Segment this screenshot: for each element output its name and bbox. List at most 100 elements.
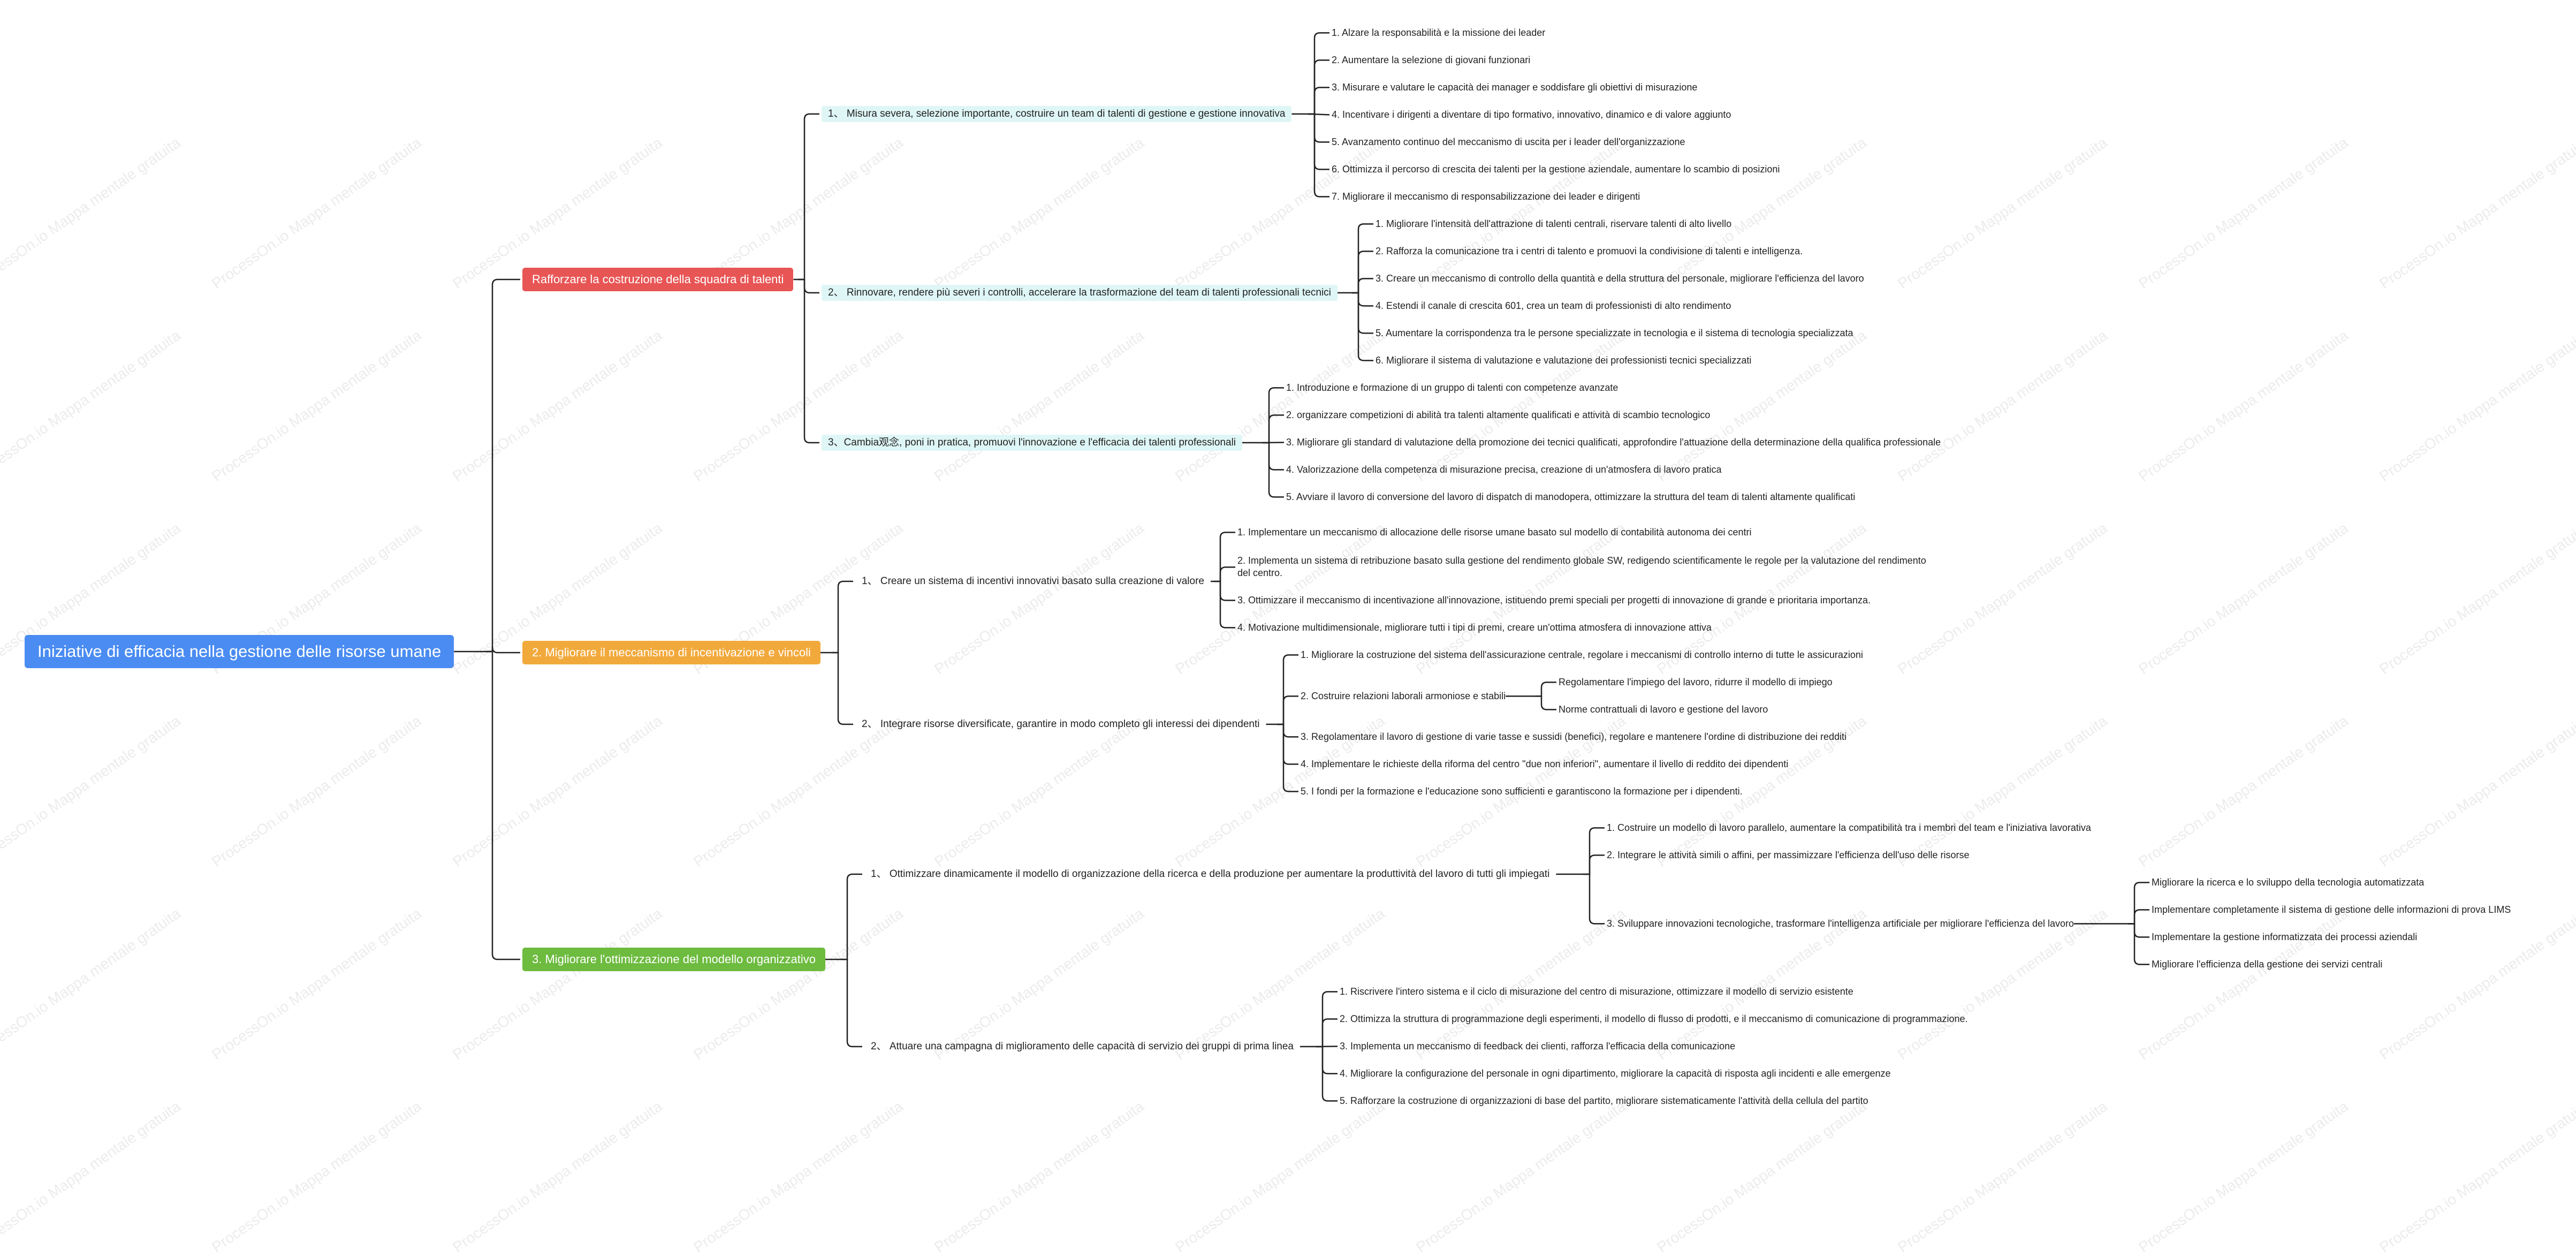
connector-line <box>486 647 520 654</box>
connector-line <box>1277 723 1298 765</box>
leaf-item[interactable]: Migliorare l'efficienza della gestione d… <box>2152 959 2383 970</box>
connector-line <box>1316 991 1338 1048</box>
connector-line <box>2128 923 2149 965</box>
leaf-item[interactable]: 6. Migliorare il sistema di valutazione … <box>1376 355 1752 366</box>
root-node[interactable]: Iniziative di efficacia nella gestione d… <box>25 635 454 668</box>
connector-line <box>1352 278 1373 294</box>
leaf-item[interactable]: 4. Incentivare i dirigenti a diventare d… <box>1332 109 1731 120</box>
connector-line <box>1352 292 1373 361</box>
leaf-item[interactable]: 4. Valorizzazione della competenza di mi… <box>1286 464 1722 475</box>
connector-line <box>486 278 520 653</box>
leaf-item[interactable]: Implementare completamente il sistema di… <box>2152 904 2511 915</box>
leaf-item[interactable]: 1. Migliorare la costruzione del sistema… <box>1301 649 1863 660</box>
leaf-item[interactable]: 6. Ottimizza il percorso di crescita dei… <box>1332 164 1780 175</box>
connector-line <box>1352 292 1373 334</box>
connector-line <box>1316 1018 1338 1048</box>
sub-value-incentive-system[interactable]: 1、 Creare un sistema di incentivi innova… <box>862 576 1204 587</box>
leaf-item[interactable]: 2. Costruire relazioni laborali armonios… <box>1301 691 1506 701</box>
leaf-item[interactable]: 5. Rafforzare la costruzione di organizz… <box>1340 1095 1868 1106</box>
branch-incentive-mechanism[interactable]: 2. Migliorare il meccanismo di incentiva… <box>522 641 820 664</box>
leaf-item[interactable]: 5. Aumentare la corrispondenza tra le pe… <box>1376 328 1853 338</box>
leaf-item[interactable]: 1. Alzare la responsabilità e la mission… <box>1332 27 1546 38</box>
sub-employee-interests[interactable]: 2、 Integrare risorse diversificate, gara… <box>862 718 1260 730</box>
connector-line <box>841 958 862 1048</box>
leaf-item[interactable]: Migliorare la ricerca e lo sviluppo dell… <box>2152 877 2425 888</box>
leaf-item[interactable]: 2. Integrare le attività simili o affini… <box>1607 850 1970 860</box>
sub-frontline-service-capacity[interactable]: 2、 Attuare una campagna di miglioramento… <box>871 1041 1294 1052</box>
connector-line <box>841 873 862 960</box>
leaf-item[interactable]: 2. Rafforza la comunicazione tra i centr… <box>1376 246 1803 256</box>
leaf-item[interactable]: 3. Misurare e valutare le capacità dei m… <box>1332 82 1698 93</box>
leaf-item[interactable]: 3. Migliorare gli standard di valutazion… <box>1286 437 1941 448</box>
connector-line <box>1277 723 1298 792</box>
connector-line <box>1352 251 1373 294</box>
leaf-item[interactable]: Regolamentare l'impiego del lavoro, ridu… <box>1559 677 1833 687</box>
leaf-item[interactable]: 3. Ottimizzare il meccanismo di incentiv… <box>1237 595 1871 606</box>
leaf-item[interactable]: 1. Introduzione e formazione di un grupp… <box>1286 382 1618 393</box>
connector-line <box>486 650 520 960</box>
leaf-item[interactable]: 4. Motivazione multidimensionale, miglio… <box>1237 622 1712 633</box>
leaf-item[interactable]: 4. Estendi il canale di crescita 601, cr… <box>1376 300 1731 311</box>
leaf-item[interactable]: Norme contrattuali di lavoro e gestione … <box>1559 704 1768 715</box>
connector-line <box>798 278 819 294</box>
connector-line <box>1308 113 1329 143</box>
leaf-item[interactable]: 1. Riscrivere l'intero sistema e il cicl… <box>1340 986 1853 997</box>
branch-talent-team[interactable]: Rafforzare la costruzione della squadra … <box>522 268 794 291</box>
connector-line <box>832 652 853 725</box>
connector-lines <box>454 32 2149 1102</box>
connector-line <box>2128 882 2149 925</box>
connector-line <box>1263 387 1284 444</box>
connector-line <box>832 580 853 654</box>
connector-line <box>1316 1046 1338 1102</box>
connector-line <box>1263 442 1284 471</box>
connector-line <box>1308 87 1329 115</box>
leaf-item[interactable]: 3. Implementa un meccanismo di feedback … <box>1340 1041 1736 1051</box>
connector-line <box>1352 223 1373 294</box>
connector-line <box>1583 854 1605 875</box>
leaf-item[interactable]: 4. Migliorare la configurazione del pers… <box>1340 1068 1891 1079</box>
leaf-item[interactable]: 5. Avviare il lavoro di conversione del … <box>1286 491 1856 502</box>
leaf-item[interactable]: 7. Migliorare il meccanismo di responsab… <box>1332 191 1640 202</box>
connector-line <box>1214 566 1235 582</box>
connector-line <box>1308 32 1329 115</box>
sub-management-talent-team[interactable]: 1、 Misura severa, selezione importante, … <box>822 106 1292 122</box>
connector-line <box>1277 695 1298 725</box>
connector-line <box>1583 873 1605 925</box>
leaf-item[interactable]: 5. Avanzamento continuo del meccanismo d… <box>1332 137 1685 147</box>
connector-line <box>2128 923 2149 938</box>
leaf-item[interactable]: 1. Costruire un modello di lavoro parall… <box>1607 822 2091 833</box>
leaf-item[interactable]: Implementare la gestione informatizzata … <box>2152 932 2418 942</box>
leaf-item[interactable]: 4. Implementare le richieste della rifor… <box>1301 759 1789 769</box>
branch-organizational-model[interactable]: 3. Migliorare l'ottimizzazione del model… <box>522 948 825 971</box>
sub-technical-talent-team[interactable]: 2、 Rinnovare, rendere più severi i contr… <box>822 285 1338 301</box>
connector-line <box>1263 414 1284 444</box>
connector-line <box>1352 292 1373 307</box>
leaf-item[interactable]: 3. Sviluppare innovazioni tecnologiche, … <box>1607 918 2074 929</box>
leaf-item[interactable]: 3. Creare un meccanismo di controllo del… <box>1376 273 1864 284</box>
connector-line <box>1535 682 1556 697</box>
leaf-item[interactable]: 2. organizzare competizioni di abilità t… <box>1286 410 1711 420</box>
connector-line <box>1277 654 1298 725</box>
leaf-item[interactable]: 3. Regolamentare il lavoro di gestione d… <box>1301 731 1846 742</box>
leaf-item[interactable]: 1. Migliorare l'intensità dell'attrazion… <box>1376 218 1732 229</box>
connector-line <box>1316 1046 1338 1075</box>
leaf-item[interactable]: 2. Ottimizza la struttura di programmazi… <box>1340 1013 1968 1024</box>
leaf-item[interactable]: 5. I fondi per la formazione e l'educazi… <box>1301 786 1743 797</box>
connector-line <box>2128 909 2149 925</box>
sub-research-production-model[interactable]: 1、 Ottimizzare dinamicamente il modello … <box>871 868 1550 880</box>
connector-line <box>798 113 819 281</box>
leaf-item[interactable]: 2. Implementa un sistema di retribuzione… <box>1237 555 1926 579</box>
leaf-item[interactable]: 1. Implementare un meccanismo di allocaz… <box>1237 527 1752 538</box>
connector-line <box>1263 442 1284 498</box>
connector-line <box>1535 695 1556 710</box>
connector-line <box>1583 827 1605 875</box>
leaf-item[interactable]: 2. Aumentare la selezione di giovani fun… <box>1332 55 1531 65</box>
connector-line <box>1308 59 1329 115</box>
sub-professional-talent-innovation[interactable]: 3、Cambia观念, poni in pratica, promuovi l'… <box>822 435 1243 451</box>
connector-line <box>1214 532 1235 582</box>
connector-line <box>1214 580 1235 629</box>
connector-line <box>1308 113 1329 198</box>
connector-line <box>798 278 819 444</box>
connector-line <box>1214 580 1235 601</box>
